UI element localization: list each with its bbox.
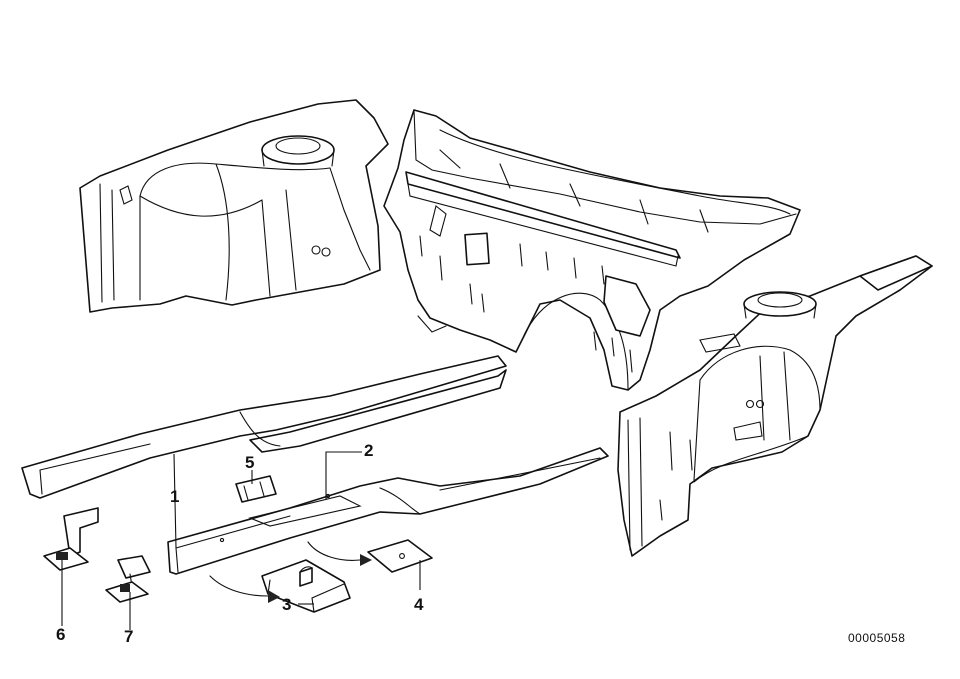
callout-4: 4 xyxy=(414,595,424,614)
engine-mount-part-3 xyxy=(261,559,351,613)
callout-2: 2 xyxy=(364,441,373,460)
left-wheel-house xyxy=(79,99,389,313)
lower-engine-support xyxy=(167,447,609,575)
plate-part-4 xyxy=(367,539,433,573)
right-wheel-house xyxy=(617,255,933,557)
callout-7: 7 xyxy=(124,627,133,646)
bracket-part-6 xyxy=(43,507,99,571)
callout-6: 6 xyxy=(56,625,65,644)
assembly-arrows xyxy=(209,541,372,603)
bracket-part-5 xyxy=(235,475,277,503)
leader-lines xyxy=(61,451,421,630)
front-bulkhead xyxy=(383,109,801,391)
bracket-part-7 xyxy=(105,555,151,603)
document-number: 00005058 xyxy=(848,631,905,645)
callout-1: 1 xyxy=(170,487,179,506)
callout-5: 5 xyxy=(245,453,254,472)
callout-3: 3 xyxy=(282,595,291,614)
upper-engine-support xyxy=(21,355,507,499)
